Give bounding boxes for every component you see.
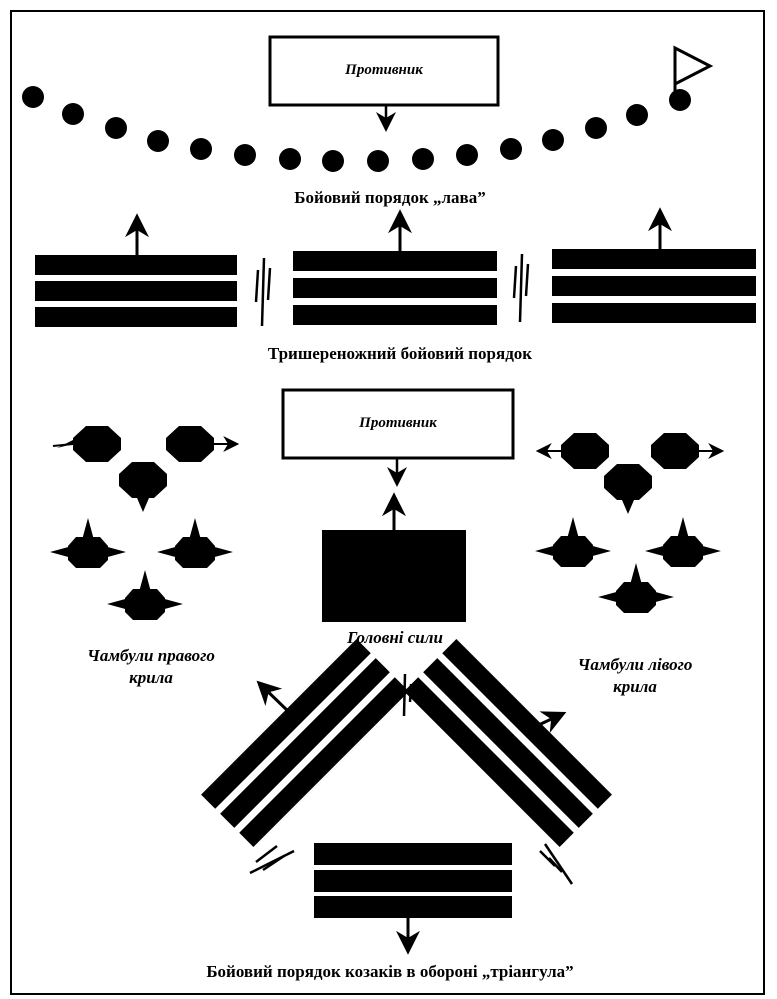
top-enemy-box [268,35,500,107]
three-line-caption: Тришереножний бойовий порядок [267,344,533,363]
chambul-unit [598,563,674,613]
lava-caption: Бойовий порядок „лава” [294,188,486,207]
advance-arrow [256,680,293,716]
lava-dot [542,129,564,151]
diagram-frame [10,10,765,995]
left-wing-label: Чамбули лівого крила [577,655,693,696]
lava-dot [585,117,607,139]
lava-dot [279,148,301,170]
chambul-unit [157,518,233,568]
lava-dot [412,148,434,170]
top-enemy-label: Противник [345,62,423,78]
lava-dots [22,86,691,172]
advance-arrow [527,711,567,734]
chambul-unit [166,426,240,462]
chambul-unit [107,570,183,620]
chambul-unit [50,518,126,568]
chambul-unit [119,462,167,512]
main-forces-block [322,530,466,622]
gun-symbol [539,843,574,885]
lava-dot [62,103,84,125]
middle-enemy-box [281,388,515,460]
lava-dot [626,104,648,126]
triangle-right-block [404,639,612,847]
left-wing-chambuls [535,433,725,613]
three-line-block-left [35,255,237,327]
lava-dot [22,86,44,108]
middle-enemy-label: Противник [359,415,437,431]
gun-symbol [254,257,272,327]
chambul-unit [651,433,725,469]
lava-dot [456,144,478,166]
main-forces-label: Головні сили [347,628,443,647]
chambul-unit [645,517,721,567]
chambul-unit [604,464,652,514]
lava-dot [669,89,691,111]
chambul-unit [535,433,609,469]
lava-dot [322,150,344,172]
gun-symbol [249,845,295,875]
gun-symbol [396,673,413,717]
three-line-block-center [293,251,497,325]
chambul-unit [52,426,121,462]
flag-icon [673,45,714,95]
triangle-caption: Бойовий порядок козаків в обороні „тріан… [206,962,574,981]
lava-dot [500,138,522,160]
right-wing-label: Чамбули правого крила [87,646,215,687]
lava-dot [147,130,169,152]
three-line-block-right [552,249,756,323]
lava-dot [367,150,389,172]
lava-dot [190,138,212,160]
lava-dot [234,144,256,166]
triangle-left-block [201,639,409,847]
right-wing-chambuls [50,426,240,620]
gun-symbol [512,253,530,323]
chambul-unit [535,517,611,567]
triangle-bottom-block [314,843,512,918]
lava-dot [105,117,127,139]
